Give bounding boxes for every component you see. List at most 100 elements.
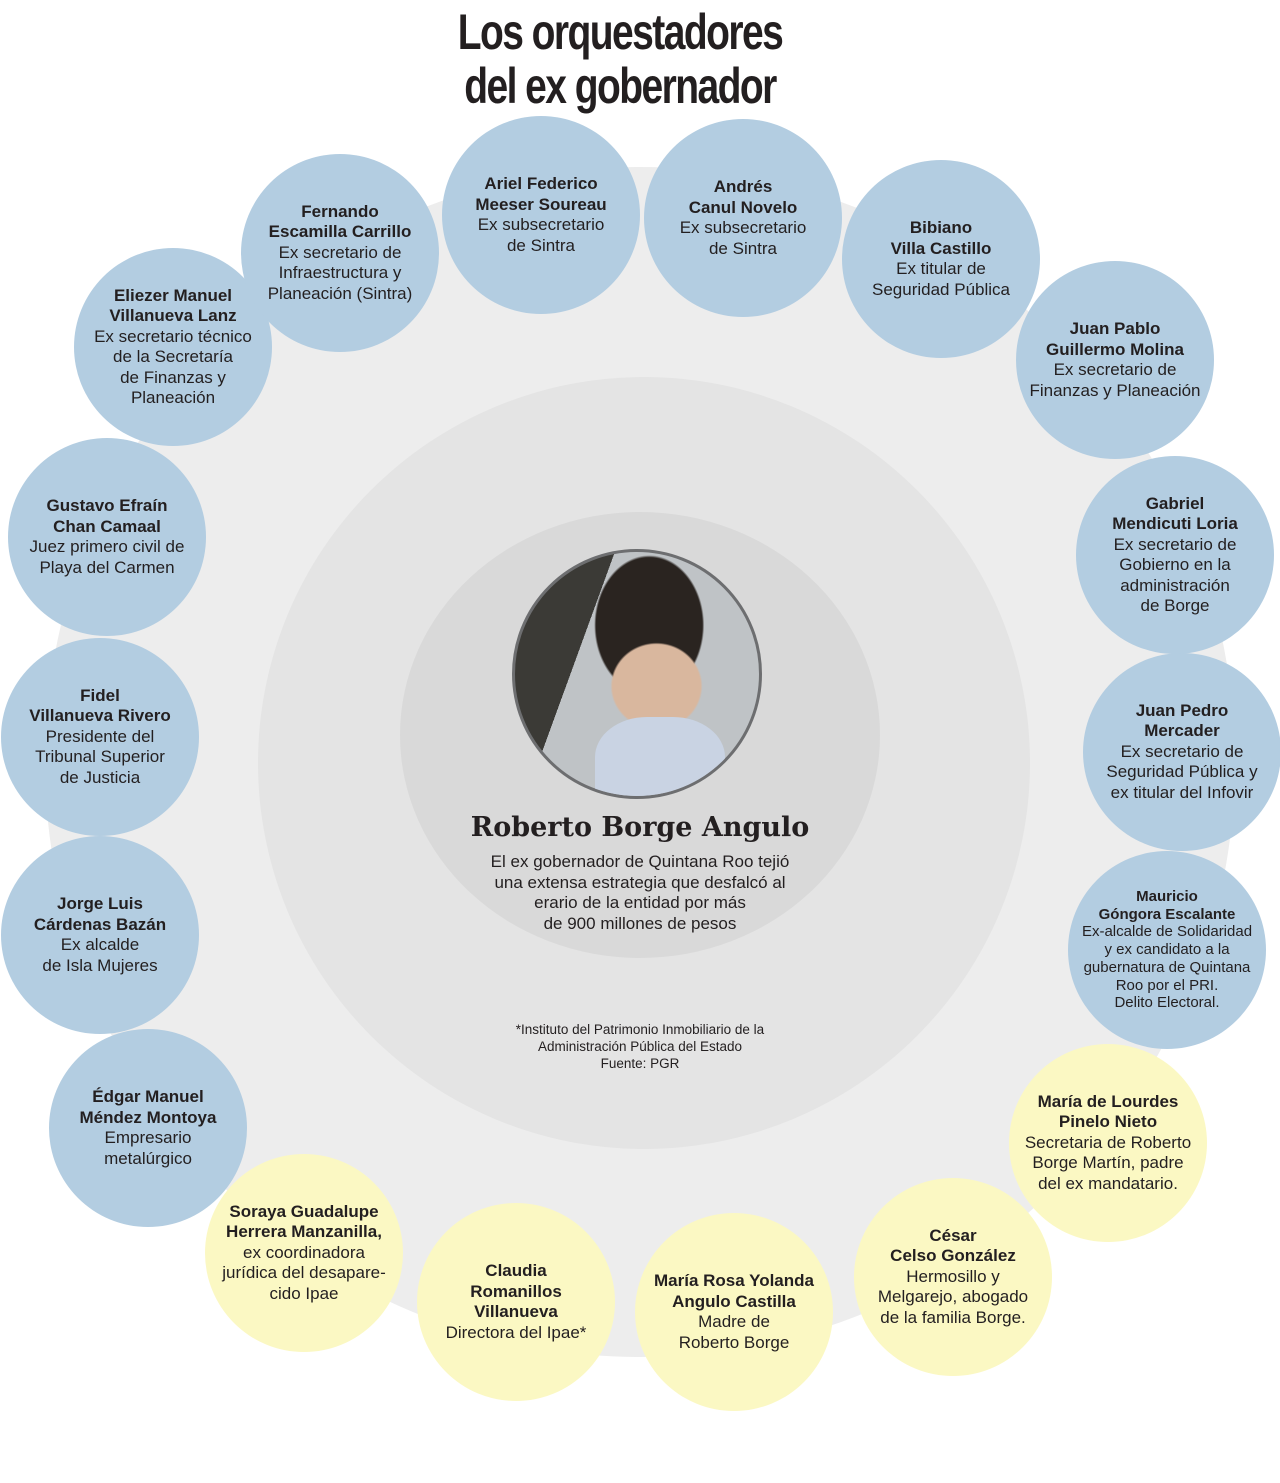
person-name: Mendicuti Loria [1112,514,1238,533]
person-name: Mauricio [1136,887,1198,905]
title-line-1: Los orquestadores [457,4,784,60]
person-name: Gabriel [1145,493,1205,513]
center-desc-line: erario de la entidad por más [534,893,746,912]
person-description: Ex subsecretario [477,215,605,234]
person-description: Playa del Carmen [39,557,175,577]
person-description: Hermosillo y [906,1266,1000,1286]
person-description: cido Ipae [269,1283,339,1303]
person-description: Seguridad Pública y [1106,762,1258,782]
person-description: Borge Martín, padre [1032,1153,1184,1173]
person-name: Soraya Guadalupe [229,1201,379,1221]
person-name: Pinelo Nieto [1058,1112,1158,1132]
person-name: Gustavo Efraín [46,496,168,515]
center-desc-line: El ex gobernador de Quintana Roo tejió [490,852,790,871]
person-name: Méndez Montoya [79,1107,217,1127]
person-description: Planeación (Sintra) [267,283,413,303]
person-name: Góngora Escalante [1098,905,1236,923]
person-name: Bibiano [909,218,973,237]
person-name: Édgar Manuel [92,1087,204,1106]
person-description: Delito Electoral. [1114,994,1220,1012]
center-desc-line: una extensa estrategia que desfalcó al [494,872,786,892]
person-description: Directora del Ipae* [445,1322,587,1342]
person-description: metalúrgico [104,1148,192,1168]
person-description: Planeación [130,388,216,407]
person-description: Finanzas y Planeación [1029,380,1201,400]
person-name: Andrés [713,177,773,196]
person-description: Roberto Borge [678,1332,790,1352]
person-description: de Sintra [506,235,576,255]
person-description: Ex secretario técnico [94,326,252,346]
person-name: Villanueva Lanz [109,306,237,325]
person-description: Ex titular de [896,259,986,278]
person-name: Villanueva Rivero [29,706,171,726]
footnote-line: *Instituto del Patrimonio Inmobiliario d… [515,1022,765,1037]
person-name: Ariel Federico [484,174,598,193]
person-description: Seguridad Pública [872,279,1010,299]
center-description: El ex gobernador de Quintana Roo tejió u… [420,852,860,934]
person-description: ex coordinadora [243,1242,365,1262]
person-name: Juan Pablo [1069,319,1161,338]
person-description: jurídica del desapare- [222,1263,386,1283]
person-description: Empresario [104,1128,192,1147]
person-description: Ex secretario de [1120,741,1244,761]
center-name: Roberto Borge Angulo [470,812,810,843]
person-description: Ex alcalde [60,935,140,954]
person-name: Mercader [1144,721,1220,741]
person-description: de Finanzas y [120,367,226,387]
person-description: Juez primero civil de [29,537,185,556]
center-desc-line: de 900 millones de pesos [543,913,737,933]
portrait-shirt [595,717,725,796]
person-description: de Sintra [708,238,778,258]
person-name: María Rosa Yolanda [654,1271,814,1290]
person-description: Ex secretario de [1053,360,1177,379]
person-name: Chan Camaal [53,516,161,536]
person-description: Gobierno en la [1119,555,1231,574]
person-name: Romanillos [470,1281,562,1301]
person-name: Claudia [485,1261,547,1280]
person-description: Ex secretario de [1113,534,1237,554]
person-name: Villa Castillo [890,238,992,258]
person-name: Cárdenas Bazán [33,914,167,934]
person-description: de la familia Borge. [880,1307,1026,1327]
person-description: Ex subsecretario [679,218,807,237]
person-description: Madre de [698,1312,770,1331]
person-description: de Isla Mujeres [42,955,158,975]
person-name: Juan Pedro [1135,700,1229,720]
person-description: administración [1120,575,1230,595]
person-name: Celso González [890,1246,1016,1266]
person-description: Roo por el PRI. [1115,976,1219,994]
person-description: y ex candidato a la [1104,941,1230,959]
person-description: Secretaria de Roberto [1024,1132,1192,1152]
footnote: *Instituto del Patrimonio Inmobiliario d… [440,1021,840,1072]
person-description: gubernatura de Quintana [1083,958,1251,976]
person-name: Escamilla Carrillo [268,222,412,242]
person-name: César [929,1225,977,1245]
person-name: Fernando [301,201,379,221]
person-name: Guillermo Molina [1046,339,1184,359]
source-line: Fuente: PGR [600,1056,680,1071]
person-description: Ex-alcalde de Solidaridad [1081,923,1253,941]
person-description: Infraestructura y [278,263,402,283]
person-name: Jorge Luis [57,894,143,913]
person-name: Eliezer Manuel [113,285,233,305]
person-name: Villanueva [474,1302,558,1321]
person-description: ex titular del Infovir [1110,782,1254,802]
person-name: Canul Novelo [688,197,798,217]
person-name: Meeser Soureau [475,194,607,214]
person-name: Angulo Castilla [672,1291,796,1311]
